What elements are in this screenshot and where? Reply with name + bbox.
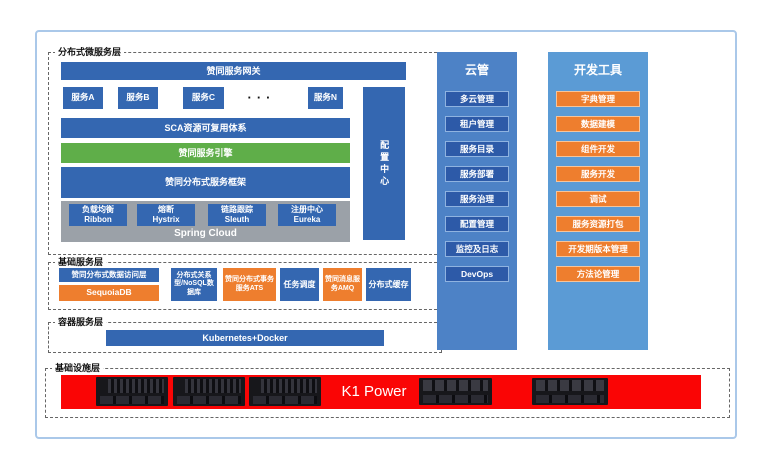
page-border bbox=[35, 30, 737, 439]
cloud-item-governance: 服务治理 bbox=[445, 191, 509, 207]
hystrix-cn-label: 熔断 bbox=[158, 205, 174, 215]
service-b-box: 服务B bbox=[118, 87, 158, 109]
dev-item-version-management: 开发期版本管理 bbox=[556, 241, 640, 257]
spring-cloud-container: 负载均衡 Ribbon 熔断 Hystrix 链路跟踪 Sleuth 注册中心 … bbox=[61, 201, 350, 242]
ribbon-cn-label: 负载均衡 bbox=[82, 205, 114, 215]
server-image bbox=[96, 377, 168, 406]
layer-microservices-label: 分布式微服务层 bbox=[55, 46, 125, 59]
layer-infrastructure-label: 基础设施层 bbox=[52, 362, 104, 375]
dev-item-service-dev: 服务开发 bbox=[556, 166, 640, 182]
dev-item-resource-packaging: 服务资源打包 bbox=[556, 216, 640, 232]
cloud-item-multicloud: 多云管理 bbox=[445, 91, 509, 107]
sca-reuse-bar: SCA资源可复用体系 bbox=[61, 118, 350, 138]
sleuth-cn-label: 链路跟踪 bbox=[221, 205, 253, 215]
dev-tools-panel: 开发工具 字典管理 数据建模 组件开发 服务开发 调试 服务资源打包 开发期版本… bbox=[548, 52, 648, 350]
ribbon-en-label: Ribbon bbox=[84, 215, 112, 224]
layer-microservices: 分布式微服务层 赞同服务网关 服务A 服务B 服务C ··· 服务N SCA资源… bbox=[48, 46, 442, 255]
dev-item-methodology: 方法论管理 bbox=[556, 266, 640, 282]
gateway-bar: 赞同服务网关 bbox=[61, 62, 406, 80]
spring-cloud-label: Spring Cloud bbox=[174, 228, 237, 239]
kubernetes-docker-bar: Kubernetes+Docker bbox=[106, 330, 384, 346]
dev-panel-title: 开发工具 bbox=[573, 63, 622, 77]
eureka-box: 注册中心 Eureka bbox=[278, 204, 336, 226]
cloud-item-tenant: 租户管理 bbox=[445, 116, 509, 132]
ats-transaction-box: 赞同分布式事务服务ATS bbox=[223, 268, 276, 301]
distributed-cache-box: 分布式缓存 bbox=[366, 268, 411, 301]
config-center-label: 配置中心 bbox=[379, 139, 390, 188]
server-image bbox=[249, 377, 321, 406]
layer-basic-services: 基础服务层 赞同分布式数据访问层 SequoiaDB 分布式关系型/NoSQL数… bbox=[48, 256, 442, 310]
service-c-box: 服务C bbox=[183, 87, 224, 109]
dev-item-component-dev: 组件开发 bbox=[556, 141, 640, 157]
sleuth-box: 链路跟踪 Sleuth bbox=[208, 204, 266, 226]
cloud-management-panel: 云管 多云管理 租户管理 服务目录 服务部署 服务治理 配置管理 监控及日志 D… bbox=[437, 52, 517, 350]
hystrix-box: 熔断 Hystrix bbox=[137, 204, 195, 226]
ribbon-box: 负载均衡 Ribbon bbox=[69, 204, 127, 226]
service-n-box: 服务N bbox=[308, 87, 343, 109]
distributed-framework-bar: 赞同分布式服务框架 bbox=[61, 167, 350, 198]
task-scheduling-box: 任务调度 bbox=[280, 268, 319, 301]
config-center-bar: 配置中心 bbox=[363, 87, 405, 240]
eureka-cn-label: 注册中心 bbox=[291, 205, 323, 215]
layer-container-services-label: 容器服务层 bbox=[55, 316, 107, 329]
ellipsis-dots: ··· bbox=[247, 89, 276, 105]
nosql-db-box: 分布式关系型/NoSQL数据库 bbox=[171, 268, 217, 301]
layer-container-services: 容器服务层 Kubernetes+Docker bbox=[48, 316, 442, 353]
service-a-box: 服务A bbox=[63, 87, 103, 109]
dev-item-dictionary: 字典管理 bbox=[556, 91, 640, 107]
sleuth-en-label: Sleuth bbox=[224, 215, 250, 224]
server-image bbox=[173, 377, 245, 406]
eureka-en-label: Eureka bbox=[293, 215, 321, 224]
service-engine-bar: 赞同服务引擎 bbox=[61, 143, 350, 163]
server-image bbox=[532, 378, 608, 405]
server-image bbox=[419, 378, 492, 405]
cloud-item-monitoring: 监控及日志 bbox=[445, 241, 509, 257]
cloud-item-catalog: 服务目录 bbox=[445, 141, 509, 157]
sequoiadb-box: SequoiaDB bbox=[59, 285, 159, 301]
cloud-item-config: 配置管理 bbox=[445, 216, 509, 232]
cloud-panel-title: 云管 bbox=[464, 63, 489, 77]
layer-basic-services-label: 基础服务层 bbox=[55, 256, 107, 269]
k1-power-bar: K1 Power bbox=[61, 375, 701, 409]
data-access-box: 赞同分布式数据访问层 bbox=[59, 268, 159, 282]
k1-power-label: K1 Power bbox=[341, 383, 407, 400]
cloud-item-deploy: 服务部署 bbox=[445, 166, 509, 182]
hystrix-en-label: Hystrix bbox=[152, 215, 180, 224]
layer-infrastructure: 基础设施层 K1 Power bbox=[45, 362, 730, 418]
amq-message-box: 赞同消息服务AMQ bbox=[323, 268, 362, 301]
cloud-item-devops: DevOps bbox=[445, 266, 509, 282]
dev-item-data-modeling: 数据建模 bbox=[556, 116, 640, 132]
dev-item-debug: 调试 bbox=[556, 191, 640, 207]
